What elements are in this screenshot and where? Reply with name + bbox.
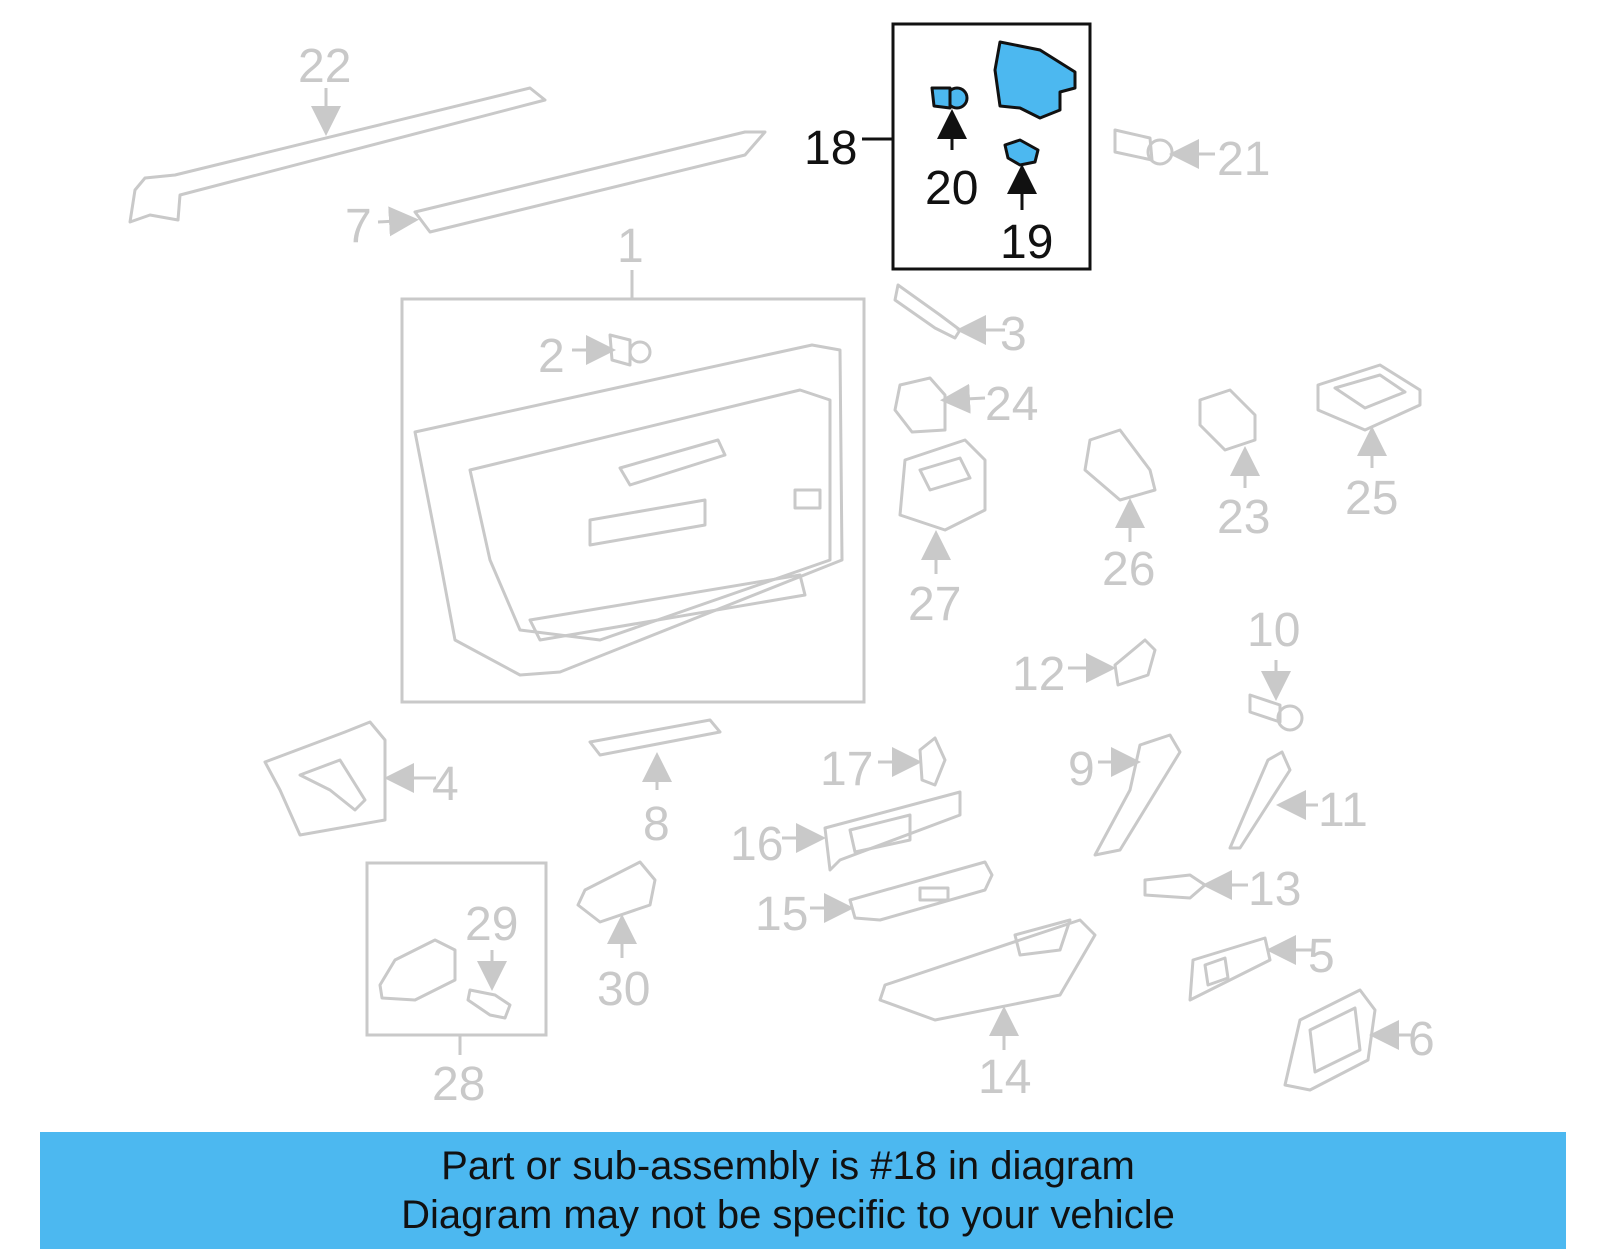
part-25-master-switch[interactable]: 25 bbox=[1316, 363, 1422, 525]
callout-26: 26 bbox=[1102, 543, 1155, 596]
part-2-clip[interactable]: 2 bbox=[538, 330, 652, 383]
part-30-housing[interactable]: 30 bbox=[576, 860, 657, 1016]
part-16-switch-bezel[interactable]: 16 bbox=[730, 790, 962, 872]
part-20-clip[interactable]: 20 bbox=[925, 86, 978, 215]
part-23-switch-cap[interactable]: 23 bbox=[1198, 388, 1270, 544]
callout-16: 16 bbox=[730, 818, 783, 871]
callout-1: 1 bbox=[617, 220, 644, 273]
callout-19: 19 bbox=[1000, 216, 1053, 269]
callout-29: 29 bbox=[465, 898, 518, 951]
callout-14: 14 bbox=[978, 1051, 1031, 1104]
part-5-switch-panel[interactable]: 5 bbox=[1188, 930, 1335, 1002]
callout-25: 25 bbox=[1345, 472, 1398, 525]
callout-30: 30 bbox=[597, 963, 650, 1016]
callout-5: 5 bbox=[1308, 930, 1335, 983]
callout-6: 6 bbox=[1408, 1013, 1435, 1066]
callout-27: 27 bbox=[908, 578, 961, 631]
callout-15: 15 bbox=[755, 888, 808, 941]
part-26-switch[interactable]: 26 bbox=[1083, 428, 1157, 596]
callout-2: 2 bbox=[538, 330, 565, 383]
banner-line-1: Part or sub-assembly is #18 in diagram bbox=[441, 1144, 1135, 1188]
part-6-bezel[interactable]: 6 bbox=[1283, 988, 1435, 1092]
part-29-bulb[interactable]: 29 bbox=[465, 898, 518, 1020]
callout-11: 11 bbox=[1318, 784, 1368, 837]
part-24-switch-knob[interactable]: 24 bbox=[893, 376, 1038, 434]
banner-line-2: Diagram may not be specific to your vehi… bbox=[401, 1193, 1175, 1237]
callout-13: 13 bbox=[1248, 863, 1301, 916]
callout-21: 21 bbox=[1217, 133, 1270, 186]
part-17-clip[interactable]: 17 bbox=[820, 736, 947, 796]
callout-7: 7 bbox=[345, 200, 372, 253]
part-18-sub-assembly[interactable]: 18 20 19 bbox=[804, 22, 1092, 271]
part-15-switch-bezel[interactable]: 15 bbox=[755, 860, 994, 941]
callout-22: 22 bbox=[298, 40, 351, 93]
part-11-garnish[interactable]: 11 bbox=[1228, 750, 1368, 850]
part-28-assembly[interactable]: 28 29 bbox=[365, 861, 548, 1111]
callout-20: 20 bbox=[925, 162, 978, 215]
part-27-window-switch[interactable]: 27 bbox=[898, 438, 987, 631]
part-10-screw[interactable]: 10 bbox=[1247, 604, 1304, 732]
callout-17: 17 bbox=[820, 743, 873, 796]
part-18-cover[interactable] bbox=[993, 40, 1077, 120]
part-8-trim-strip[interactable]: 8 bbox=[588, 718, 722, 851]
part-9-garnish[interactable]: 9 bbox=[1068, 733, 1182, 857]
callout-8: 8 bbox=[643, 798, 670, 851]
part-3-clip[interactable]: 3 bbox=[893, 283, 1027, 361]
part-22-garnish-strip[interactable]: 22 bbox=[128, 40, 547, 224]
part-12-bezel[interactable]: 12 bbox=[1012, 638, 1157, 701]
part-7-belt-molding[interactable]: 7 bbox=[345, 130, 767, 253]
callout-18: 18 bbox=[804, 122, 857, 175]
part-1-door-trim-panel[interactable]: 1 bbox=[400, 220, 866, 704]
part-21-screw[interactable]: 21 bbox=[1113, 128, 1270, 186]
callout-12: 12 bbox=[1012, 648, 1065, 701]
callout-3: 3 bbox=[1000, 308, 1027, 361]
callout-4: 4 bbox=[432, 758, 459, 811]
callout-10: 10 bbox=[1247, 604, 1300, 657]
callout-28: 28 bbox=[432, 1058, 485, 1111]
info-banner: Part or sub-assembly is #18 in diagram D… bbox=[40, 1132, 1566, 1249]
part-19-clip[interactable]: 19 bbox=[1000, 138, 1053, 269]
callout-9: 9 bbox=[1068, 743, 1095, 796]
part-4-handle-bracket[interactable]: 4 bbox=[263, 720, 459, 837]
part-13-bezel[interactable]: 13 bbox=[1143, 863, 1301, 916]
callout-23: 23 bbox=[1217, 491, 1270, 544]
callout-24: 24 bbox=[985, 378, 1038, 431]
part-14-armrest[interactable]: 14 bbox=[878, 918, 1097, 1104]
